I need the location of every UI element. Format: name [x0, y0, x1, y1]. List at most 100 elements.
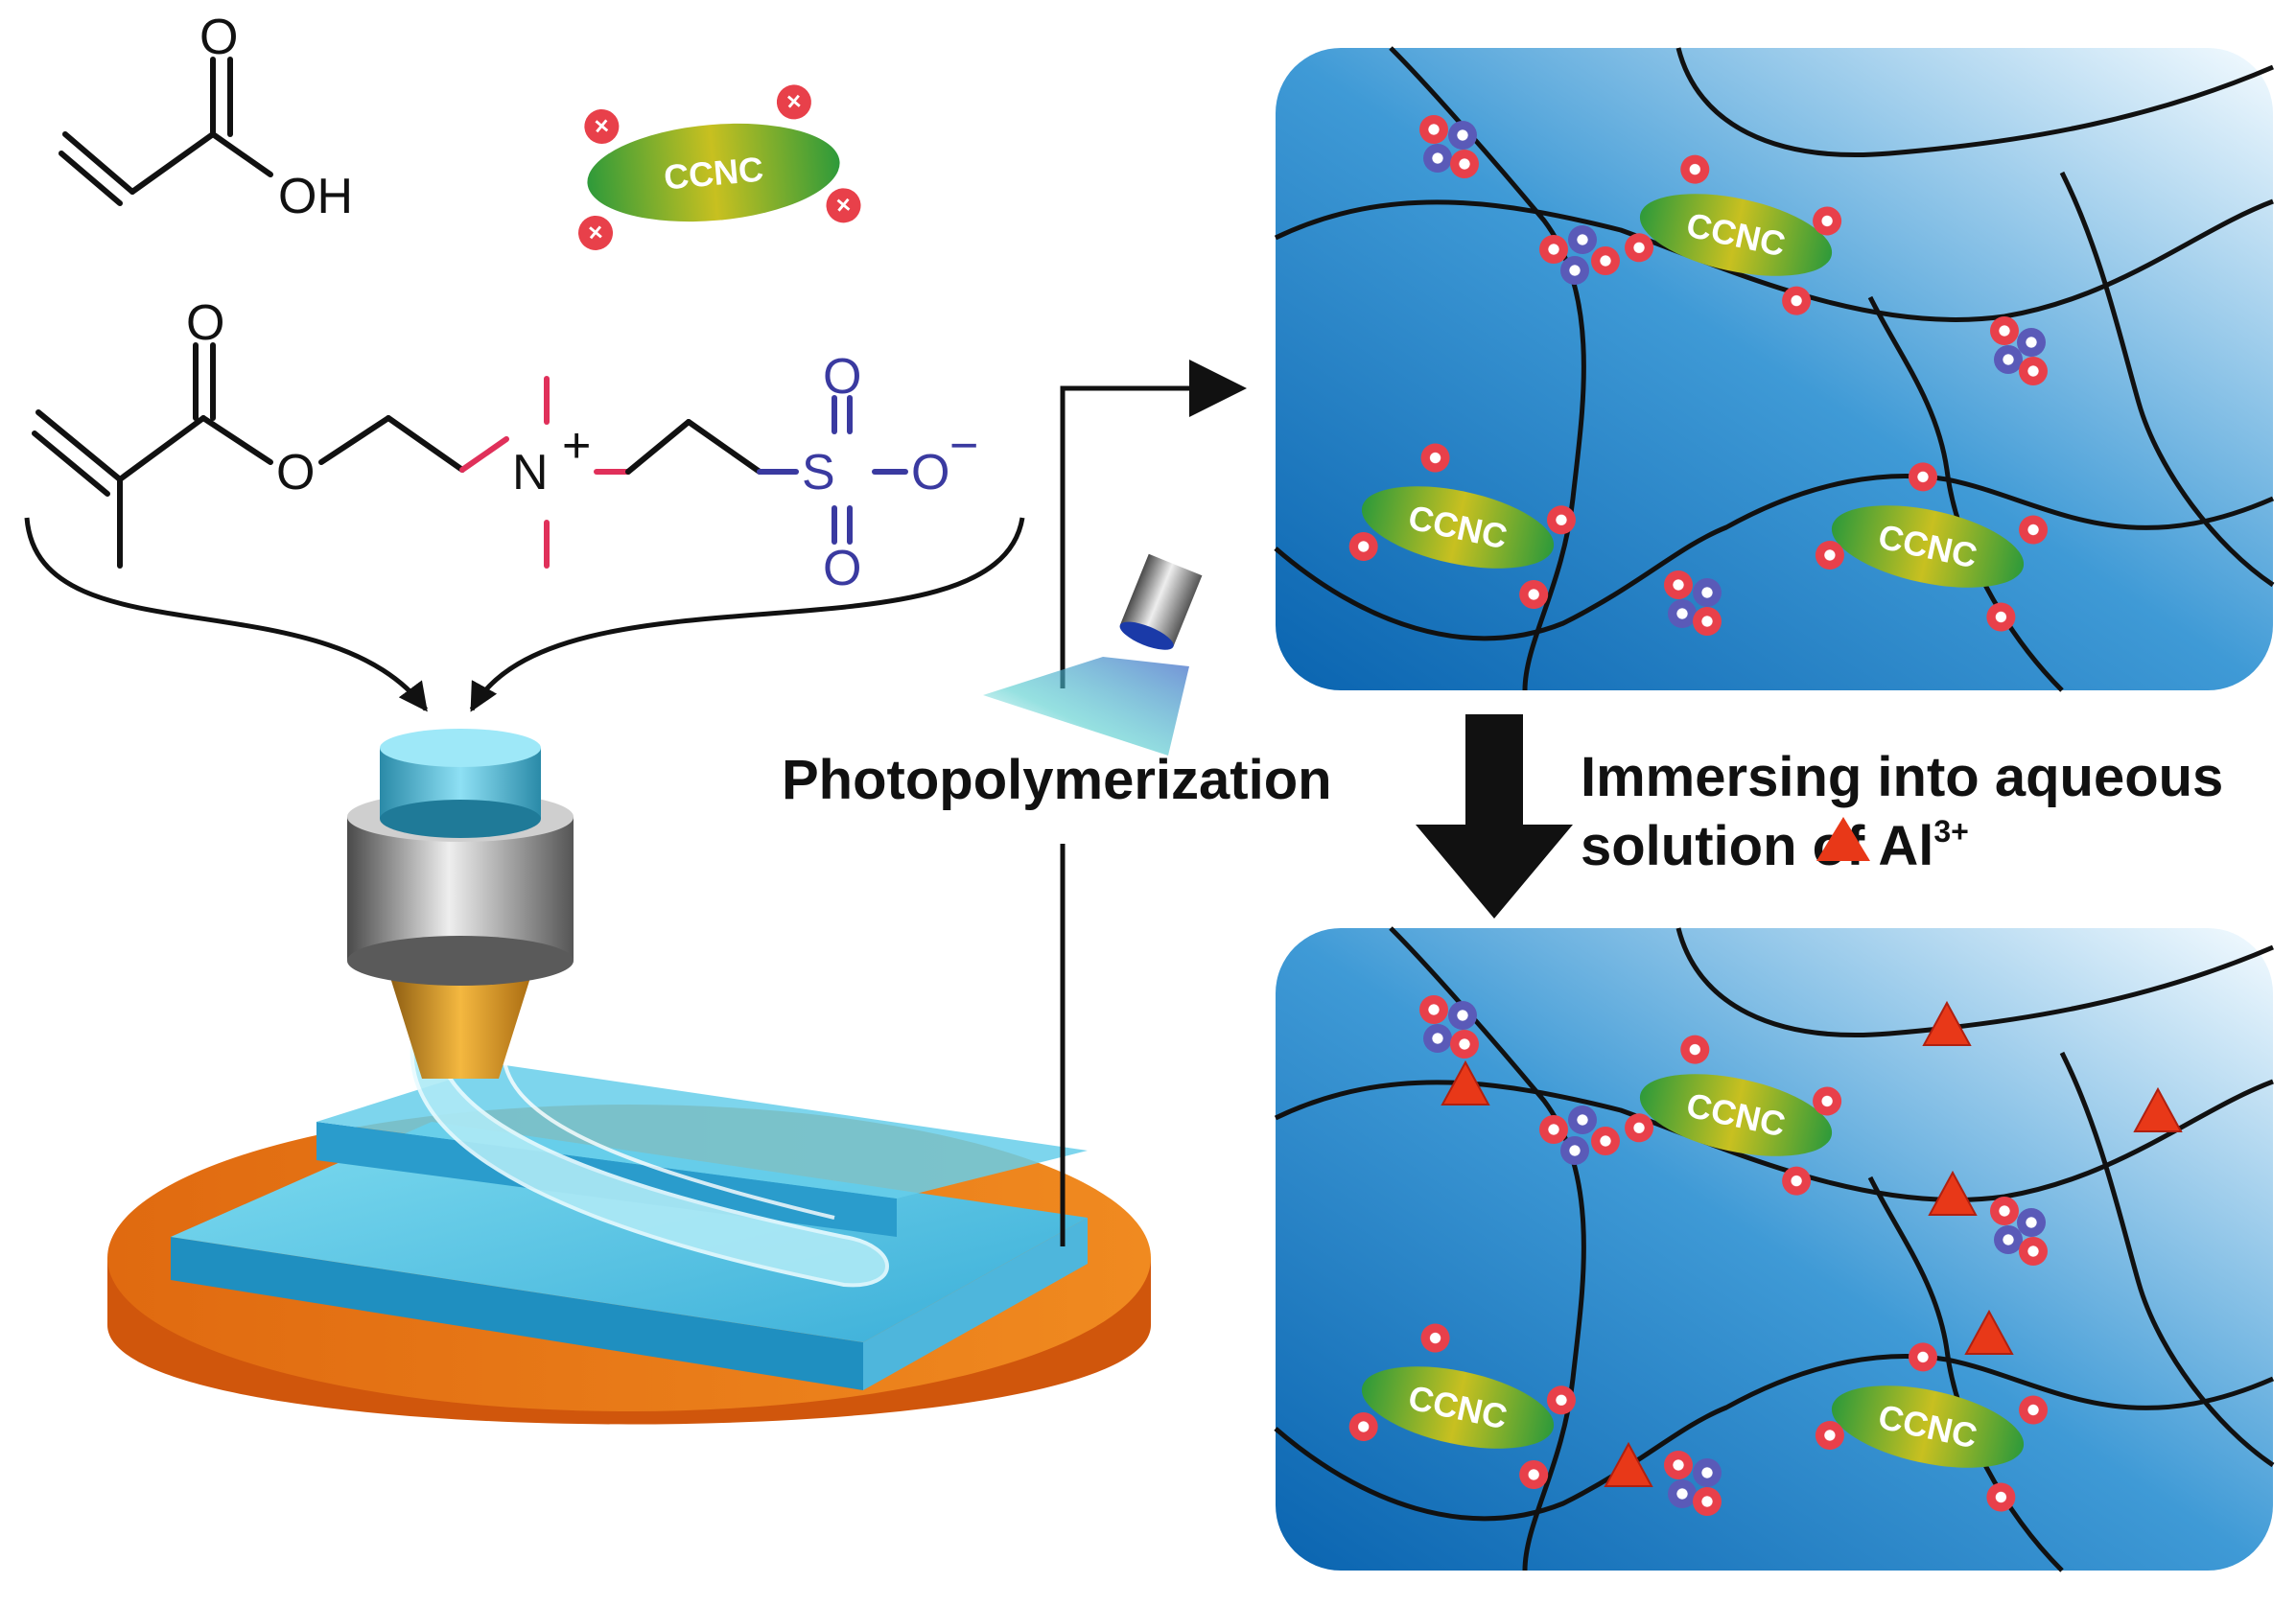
positive-charge-icon [1664, 570, 1693, 599]
positive-charge-icon [1546, 505, 1576, 535]
positive-charge-icon [1348, 531, 1378, 561]
photopolymerization-label: Photopolymerization [782, 749, 1332, 811]
negative-charge-icon [1560, 256, 1589, 285]
positive-charge-icon [1815, 540, 1844, 570]
bond [625, 419, 691, 475]
process-arrow [1060, 360, 1247, 1246]
al-ion-icon [1604, 1441, 1653, 1487]
bond [59, 151, 123, 206]
feed-arrow-left [24, 517, 429, 712]
bond [129, 131, 216, 195]
negative-charge-icon [1693, 1458, 1722, 1487]
ccnc-particle: CCNC [1625, 1035, 1842, 1196]
positive-charge-icon: × [776, 84, 811, 120]
positive-charge-icon [1815, 1420, 1844, 1450]
al-solution-label: solution of Al3+ [1581, 814, 1969, 877]
positive-charge-icon [1591, 246, 1620, 275]
atom-s: S [802, 445, 835, 500]
positive-charge-icon [2019, 357, 2048, 385]
positive-charge-icon [2019, 1395, 2049, 1425]
svg-text:×: × [785, 86, 803, 116]
positive-charge-icon: × [584, 108, 620, 144]
ccnc-particle: CCNC [1815, 462, 2049, 632]
positive-charge-icon [1782, 286, 1812, 315]
polymer-chain [1274, 198, 2274, 322]
cartridge-bottom [380, 800, 541, 838]
positive-charge-icon [1539, 235, 1568, 264]
positive-charge-icon [1986, 1482, 2016, 1512]
atom-o: O [911, 445, 949, 500]
positive-charge-icon: × [578, 215, 614, 250]
immersing-label: Immersing into aqueous [1581, 746, 2223, 808]
positive-charge-icon [1990, 316, 2019, 345]
feed-arrow-right [469, 517, 1025, 712]
negative-charge-icon [1568, 225, 1597, 254]
al-ion-icon [1816, 817, 1870, 861]
negative-charge-icon [1448, 1001, 1477, 1030]
al-ion-icon [1964, 1309, 2014, 1355]
o-charge: − [949, 418, 978, 474]
zwitterion-cluster [1419, 995, 1479, 1059]
svg-text:×: × [835, 190, 853, 220]
ccnc-particle: CCNC [1815, 1342, 2049, 1512]
polymer-chain [1867, 295, 2064, 692]
positive-charge-icon [1591, 1127, 1620, 1155]
bond [686, 419, 762, 475]
positive-charge-icon [1625, 1113, 1654, 1143]
positive-charge-icon [1908, 462, 1937, 492]
positive-charge-icon [1625, 233, 1654, 263]
polymer-chain [2059, 171, 2275, 588]
negative-charge-icon [1994, 345, 2023, 374]
polymer-chain [1274, 1354, 2275, 1522]
zwitterion-cluster [1664, 1451, 1722, 1516]
positive-charge-icon [1680, 154, 1710, 184]
polymer-chain [1274, 1079, 2274, 1202]
al-ion-icon [1928, 1170, 1978, 1216]
positive-charge-icon [1908, 1342, 1937, 1372]
atom-oh: OH [278, 169, 353, 224]
slab-top [171, 1122, 1088, 1342]
positive-charge-icon [1348, 1411, 1378, 1441]
ccnc-body [1361, 1366, 1555, 1449]
al-charge: 3+ [1933, 814, 1968, 849]
positive-charge-icon [1420, 1323, 1450, 1353]
bond [32, 431, 110, 497]
polymer-chain [1867, 1175, 2064, 1572]
nozzle-assembly [347, 729, 574, 1079]
hydrogel-network-panel: CCNC CCNC CCNC [1274, 46, 2275, 692]
negative-charge-icon [2017, 328, 2046, 357]
al-ion-icon [1922, 1000, 1972, 1046]
zwitterion-cluster [1664, 570, 1722, 636]
bond [117, 415, 206, 482]
uv-light-beam [983, 657, 1189, 756]
atom-o: O [276, 445, 315, 500]
cartridge-top [380, 729, 541, 767]
positive-charge-icon [2019, 515, 2049, 545]
positive-charge-icon [1680, 1035, 1710, 1064]
negative-charge-icon [1668, 599, 1697, 628]
positive-charge-icon [1693, 607, 1722, 636]
negative-charge-icon [1668, 1479, 1697, 1508]
positive-charge-icon [1990, 1197, 2019, 1225]
hydrogel-network-al-panel: CCNC CCNC CCNC [1274, 926, 2275, 1572]
al-ion-icon [2133, 1086, 2183, 1132]
polymer-network [1274, 926, 2275, 1572]
atom-n: N [512, 445, 549, 500]
polymer-chain [1675, 47, 2274, 157]
down-arrow [1416, 714, 1573, 919]
positive-charge-icon [1519, 1459, 1549, 1489]
sbma-monomer-structure: O O N + S O O O − [32, 295, 978, 596]
ccnc-particle: CCNC [1625, 154, 1842, 315]
zwitterion-cluster [1539, 225, 1620, 285]
ccnc-body [1831, 1385, 2025, 1468]
positive-charge-icon [1664, 1451, 1693, 1479]
negative-charge-icon [1568, 1106, 1597, 1134]
ccnc-particle: CCNC [1348, 1323, 1576, 1489]
bond [62, 131, 135, 195]
positive-charge-icon [2019, 1237, 2048, 1266]
slab-front [171, 1237, 863, 1390]
syringe-bottom [347, 936, 574, 986]
ccnc-body [1639, 194, 1833, 276]
positive-charge-icon [1546, 1385, 1576, 1415]
